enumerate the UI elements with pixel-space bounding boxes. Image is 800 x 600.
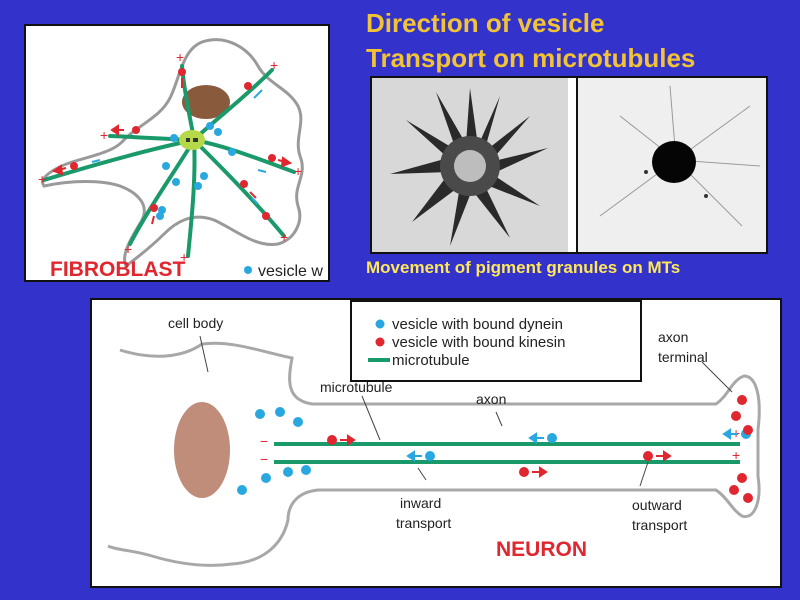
neuron-nucleus [174,402,230,498]
fibroblast-diagram: + + + + + + + + FIBROBLAST vesicle w [38,38,323,281]
neuron-legend: vesicle with bound dynein vesicle with b… [350,300,642,382]
label-axon-terminal-2: terminal [658,349,708,365]
legend-content: vesicle with bound dynein vesicle with b… [368,316,565,369]
svg-text:+: + [280,229,288,245]
svg-text:+: + [124,241,132,257]
fibroblast-inward-arrows [91,89,267,205]
fibroblast-microtubules [42,64,296,258]
label-cell-body: cell body [168,315,223,331]
neuron-outline [107,341,761,567]
neuron-diagram: − − + + [107,315,761,567]
label-microtubule: microtubule [320,379,393,395]
legend-dynein-swatch [375,319,385,329]
pigment-granule-photos [372,78,766,252]
minus-end-upper: − [260,433,268,449]
fibroblast-cell-outline [41,38,304,269]
svg-text:+: + [100,127,108,143]
label-outward-1: outward [632,497,682,513]
label-outward-2: transport [632,517,687,533]
neuron-inward-arrows [302,428,738,471]
svg-text:+: + [38,171,46,187]
photo-caption: Movement of pigment granules on MTs [366,258,681,277]
label-axon: axon [476,391,506,407]
neuron-dynein-vesicles [237,407,751,495]
label-axon-terminal-1: axon [658,329,688,345]
neuron-title: NEURON [496,538,587,561]
svg-text:+: + [176,49,184,65]
label-inward-2: transport [396,515,451,531]
plus-end-lower: + [732,447,740,463]
neuron-outward-arrows [340,434,672,478]
legend-dynein-label: vesicle with bound dynein [392,316,563,333]
minus-end-lower: − [260,451,268,467]
svg-text:+: + [270,57,278,73]
fibroblast-label: FIBROBLAST [50,258,185,280]
fibroblast-dynein-vesicles [156,122,236,220]
legend-dynein-dot [244,266,252,274]
legend-kinesin-label: vesicle with bound kinesin [392,334,565,351]
label-leader-lines [199,335,733,487]
plus-end-markers: + + + + + + + + [38,49,302,265]
slide-title-line2: Transport on microtubules [366,43,696,73]
aggregated-pigment-photo [578,78,766,252]
legend-microtubule-label: microtubule [392,352,470,369]
fibroblast-outward-arrows [51,78,293,225]
slide-title-line1: Direction of vesicle [366,8,605,38]
svg-text:+: + [294,163,302,179]
fibroblast-kinesin-vesicles [70,68,276,220]
label-inward-1: inward [400,495,441,511]
svg-text:+: + [180,249,188,265]
dispersed-pigment-photo [372,78,568,252]
neuron-panel: − − + + [90,298,782,588]
fibroblast-nucleus [182,85,230,119]
centrosome [179,130,205,150]
fibroblast-legend-fragment: vesicle w [258,263,323,280]
fibroblast-panel: + + + + + + + + FIBROBLAST vesicle w [24,24,330,282]
legend-kinesin-swatch [375,337,385,347]
neuron-kinesin-vesicles [327,395,753,503]
legend-microtubule-swatch [368,358,390,362]
photo-panel [370,76,768,254]
